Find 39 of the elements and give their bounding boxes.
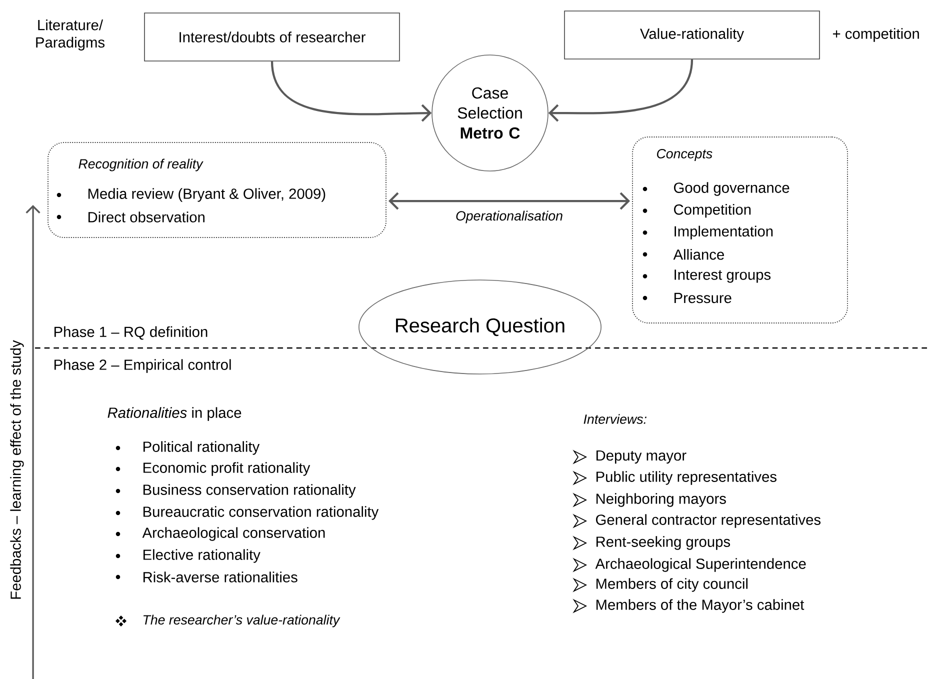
text-label: Feedbacks – learning effect of the study [10, 340, 24, 599]
arrow [548, 59, 694, 122]
list-item: Pressure [674, 292, 732, 304]
text-label: Rent-seeking groups [596, 536, 730, 550]
edge-label: Operationalisation [456, 210, 562, 224]
text-label: Political rationality [143, 441, 260, 455]
list-item: Alliance [673, 249, 724, 260]
list-item: Implementation [674, 226, 773, 240]
text-label: Elective rationality [143, 549, 260, 563]
arrow [270, 61, 432, 122]
text-box: Interest/doubts of researcher [144, 12, 400, 62]
text-label: Public utility representatives [596, 471, 776, 485]
text-label: Literature/ Paradigms [36, 20, 104, 50]
text-label: Phase 2 – Empirical control [54, 359, 231, 373]
text-label: + competition [833, 28, 919, 42]
text-label: The researcher’s value-rationality [143, 614, 340, 628]
text-label: Risk-averse rationalities [143, 572, 298, 582]
text-label: Members of the Mayor’s cabinet [596, 599, 804, 613]
text-label: Phase 1 – RQ definition [54, 326, 208, 340]
list-item: Interest groups [674, 270, 771, 283]
text-label: Archaeological conservation [142, 527, 325, 541]
text-label: Interviews: [584, 414, 646, 424]
list-item: Direct observation [88, 212, 204, 222]
list-item: Good governance [674, 182, 790, 196]
text-label: Deputy mayor [596, 450, 686, 464]
text-label: Archaeological Superintendence [595, 558, 806, 572]
list-item: Media review (Bryant & Oliver, 2009) [88, 188, 326, 202]
text-label: Bureaucratic conservation rationality [143, 506, 379, 520]
text-label: Neighboring mayors [596, 493, 726, 507]
text-label: General contractor representatives [596, 514, 821, 528]
text-label: Economic profit rationality [143, 462, 310, 476]
text-label: Members of city council [596, 578, 748, 592]
text-box: Value-rationality [564, 10, 820, 60]
text-label: Business conservation rationality [143, 484, 356, 498]
text-label: Rationalities in place [108, 407, 242, 421]
box-heading: Concepts [657, 148, 712, 162]
arrow [388, 192, 630, 210]
box-heading: Recognition of reality [78, 158, 204, 172]
list-item: Competition [674, 204, 751, 218]
